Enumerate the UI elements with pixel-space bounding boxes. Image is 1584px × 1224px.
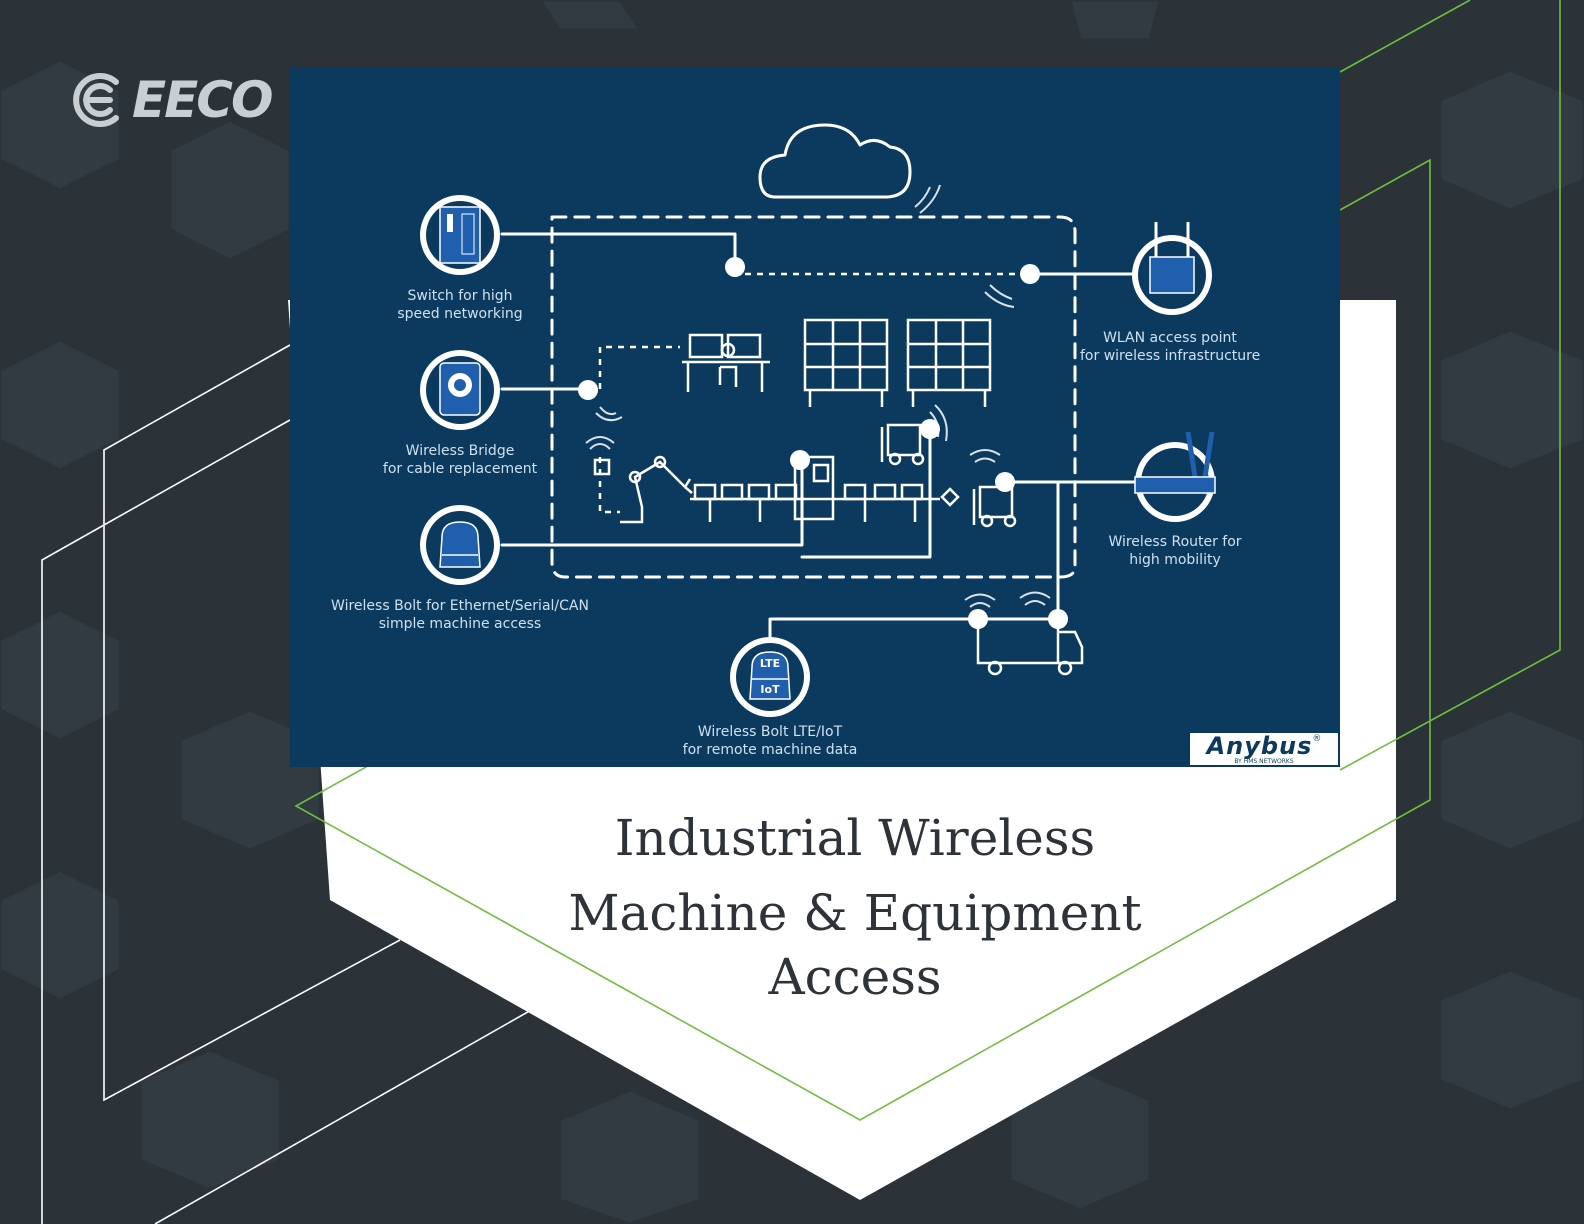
page-title-line1: Industrial Wireless (614, 809, 1096, 867)
lte-badge-top: LTE (759, 657, 781, 670)
wlan-access-point-device-icon (1132, 222, 1212, 315)
wireless-bolt-lte-device-icon (730, 637, 810, 717)
bolt-label-line2: simple machine access (378, 616, 542, 632)
cloud-icon (758, 123, 912, 199)
forklift-icon (880, 423, 1017, 528)
router-label-line1: Wireless Router for (1108, 534, 1242, 550)
anybus-registered-mark: ® (1312, 733, 1322, 744)
lte-label: Wireless Bolt LTE/IoT for remote machine… (680, 723, 860, 759)
router-label: Wireless Router for high mobility (1100, 533, 1250, 569)
wlan-label-line1: WLAN access point (1103, 330, 1237, 346)
page-title-line2: Machine & Equipment (568, 884, 1142, 942)
eeco-swirl-icon (73, 73, 119, 127)
switch-label: Switch for high speed networking (390, 287, 530, 323)
router-label-line2: high mobility (1129, 552, 1221, 568)
bridge-label: Wireless Bridge for cable replacement (380, 442, 540, 478)
bridge-label-line1: Wireless Bridge (405, 443, 515, 459)
page-title-line3: Access (768, 948, 942, 1006)
eeco-logo[interactable]: EECO (70, 70, 274, 130)
white-outline (41, 344, 541, 1224)
control-cabinets-icon (803, 318, 992, 407)
wireless-bridge-device-icon (420, 350, 500, 430)
switch-device-icon (420, 195, 500, 275)
lte-badge-bottom: IoT (760, 683, 780, 696)
bolt-label-line1: Wireless Bolt for Ethernet/Serial/CAN (331, 598, 589, 614)
operator-workstation-icon (682, 333, 770, 392)
anybus-watermark: Anybus® BY HMS NETWORKS (1190, 733, 1338, 765)
anybus-subtitle: BY HMS NETWORKS (1234, 757, 1294, 765)
wlan-label-line2: for wireless infrastructure (1080, 348, 1261, 364)
switch-label-line1: Switch for high (407, 288, 513, 304)
lte-label-line2: for remote machine data (682, 742, 858, 758)
wlan-label: WLAN access point for wireless infrastru… (1080, 329, 1260, 365)
logo-wordmark: EECO (132, 71, 274, 129)
green-outline (294, 0, 1561, 1121)
lte-label-line1: Wireless Bolt LTE/IoT (697, 724, 843, 740)
facility-boundary (550, 215, 1077, 579)
bolt-label: Wireless Bolt for Ethernet/Serial/CAN si… (330, 597, 590, 633)
bridge-label-line2: for cable replacement (382, 461, 538, 477)
diagram-drawing (420, 123, 1216, 717)
robot-arm-icon (593, 455, 693, 524)
truck-icon (976, 617, 1084, 676)
conveyor-line-icon (690, 455, 960, 522)
wireless-router-device-icon (1134, 431, 1216, 522)
anybus-wordmark: Anybus (1206, 731, 1313, 760)
switch-label-line2: speed networking (397, 306, 523, 322)
wireless-bolt-device-icon (420, 505, 500, 585)
network-diagram: Switch for high speed networking Wireles… (290, 67, 1340, 767)
